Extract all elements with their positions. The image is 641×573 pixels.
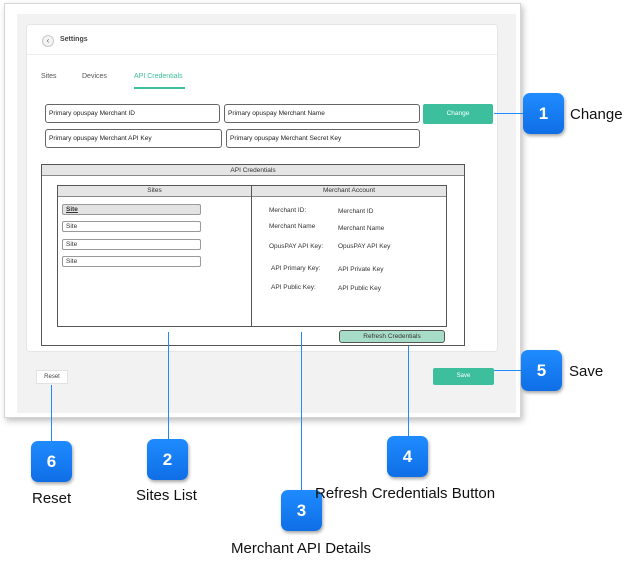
merchant-name-field[interactable]: Primary opuspay Merchant Name bbox=[224, 104, 420, 123]
refresh-credentials-button[interactable]: Refresh Credentials bbox=[339, 330, 445, 343]
callout-badge-4: 4 bbox=[387, 436, 428, 477]
callout-label-save: Save bbox=[569, 363, 604, 380]
callout-label-refresh-credentials-button: Refresh Credentials Button bbox=[315, 485, 496, 502]
callout-connector-2 bbox=[168, 332, 169, 439]
change-button[interactable]: Change bbox=[423, 104, 493, 124]
api-credentials-panel-title: API Credentials bbox=[42, 165, 464, 176]
tab-sites[interactable]: Sites bbox=[41, 73, 57, 80]
chevron-left-icon: ‹ bbox=[46, 36, 50, 45]
save-button[interactable]: Save bbox=[433, 368, 494, 385]
merchant-secret-key-field[interactable]: Primary opuspay Merchant Secret Key bbox=[226, 129, 420, 148]
tab-devices[interactable]: Devices bbox=[82, 73, 107, 80]
merchant-name-value: Merchant Name bbox=[338, 225, 385, 232]
card-header: ‹ Settings bbox=[27, 25, 497, 55]
merchant-id-label: Merchant ID: bbox=[269, 207, 307, 214]
callout-badge-3: 3 bbox=[281, 490, 322, 531]
page-title: Settings bbox=[60, 36, 88, 43]
callout-badge-6: 6 bbox=[31, 441, 72, 482]
tab-api-credentials[interactable]: API Credentials bbox=[134, 73, 183, 80]
callout-badge-2: 2 bbox=[147, 439, 188, 480]
api-public-key-label: API Public Key: bbox=[271, 284, 316, 291]
active-tab-indicator bbox=[134, 87, 185, 89]
callout-connector-6 bbox=[51, 385, 52, 441]
merchant-account-column-header: Merchant Account bbox=[252, 186, 446, 197]
api-public-key-value: API Public Key bbox=[338, 285, 381, 292]
api-primary-key-label: API Primary Key: bbox=[271, 265, 321, 272]
callout-badge-1: 1 bbox=[523, 93, 564, 134]
site-list-item[interactable]: Site bbox=[62, 256, 201, 267]
callout-label-merchant-api-details: Merchant API Details bbox=[231, 540, 372, 557]
sites-column-header: Sites bbox=[58, 186, 251, 197]
merchant-id-field[interactable]: Primary opuspay Merchant ID bbox=[45, 104, 220, 123]
opuspay-api-key-label: OpusPAY API Key: bbox=[269, 243, 324, 250]
reset-button[interactable]: Reset bbox=[36, 370, 68, 384]
callout-badge-5: 5 bbox=[521, 350, 562, 391]
site-list-item-selected[interactable]: Site bbox=[62, 204, 201, 215]
opuspay-api-key-value: OpusPAY API Key bbox=[338, 243, 391, 250]
callout-label-sites-list: Sites List bbox=[136, 487, 197, 504]
api-primary-key-value: API Private Key bbox=[338, 266, 384, 273]
credentials-table: Sites Merchant Account Site Site Site Si… bbox=[57, 185, 447, 327]
callout-connector-5 bbox=[494, 370, 521, 371]
api-credentials-panel: API Credentials Sites Merchant Account S… bbox=[41, 164, 465, 346]
callout-connector-1 bbox=[494, 113, 524, 114]
site-list-item[interactable]: Site bbox=[62, 239, 201, 250]
merchant-id-value: Merchant ID bbox=[338, 208, 374, 215]
back-button[interactable]: ‹ bbox=[42, 35, 54, 47]
site-list-item[interactable]: Site bbox=[62, 221, 201, 232]
callout-label-change: Change bbox=[570, 106, 623, 123]
column-divider bbox=[251, 186, 252, 326]
callout-connector-4 bbox=[408, 346, 409, 436]
callout-connector-3 bbox=[301, 332, 302, 490]
merchant-api-key-field[interactable]: Primary opuspay Merchant API Key bbox=[45, 129, 222, 148]
callout-label-reset: Reset bbox=[32, 490, 72, 507]
merchant-name-label: Merchant Name bbox=[269, 223, 316, 230]
